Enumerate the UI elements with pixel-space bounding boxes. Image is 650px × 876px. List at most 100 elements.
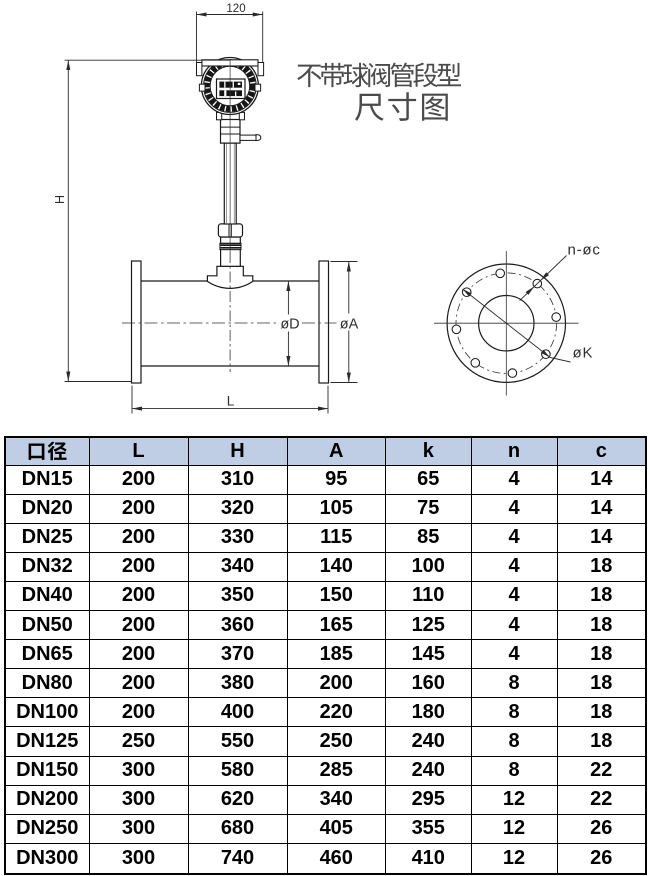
table-cell-dn300-n: 12 bbox=[472, 843, 558, 873]
table-cell-dn20-h: 320 bbox=[188, 494, 288, 524]
table-cell-dn300-a: 460 bbox=[288, 843, 386, 873]
table-cell-dn65-a: 185 bbox=[287, 640, 386, 670]
col-header-diameter: 口径 bbox=[6, 438, 90, 466]
table-cell-dn250-c: 26 bbox=[557, 815, 645, 844]
table-cell-dn50-n: 4 bbox=[471, 611, 558, 641]
table-cell-dn20-k: 75 bbox=[386, 494, 472, 524]
table-cell-dn150-n: 8 bbox=[471, 756, 558, 786]
cjk-glyph bbox=[47, 441, 67, 461]
table-cell-dn20-n: 4 bbox=[471, 494, 558, 524]
bolt-circle-leader-tail bbox=[549, 356, 571, 363]
table-cell-dn40-l: 200 bbox=[89, 581, 189, 612]
display-bar-bottom bbox=[219, 90, 242, 97]
table-cell-dn40-c: 18 bbox=[557, 582, 645, 612]
table-cell-dn125-a: 250 bbox=[287, 727, 386, 757]
table-cell-dn15-c: 14 bbox=[557, 466, 645, 495]
centerlines bbox=[122, 60, 338, 372]
display-segment-gaps bbox=[224, 81, 241, 97]
table-cell-dn32-a: 140 bbox=[287, 552, 386, 582]
table-cell-dn40-k: 110 bbox=[386, 581, 472, 612]
table-cell-dn50-h: 360 bbox=[188, 611, 288, 641]
table-cell-dn25-k: 85 bbox=[386, 523, 472, 553]
display-gap bbox=[237, 82, 241, 85]
table-cell-dn50-l: 200 bbox=[89, 611, 189, 641]
table-cell-dn100-h: 400 bbox=[188, 698, 288, 728]
table-cell-dn50-k: 125 bbox=[386, 611, 472, 641]
col-header-k: k bbox=[386, 438, 472, 466]
dim-flange-od-label: øA bbox=[340, 317, 359, 333]
flange-view-labels: n-øc øK bbox=[568, 242, 601, 362]
technical-drawing: 120 H øD øA L n-øc øK bbox=[53, 3, 601, 414]
table-cell-dn100-l: 200 bbox=[89, 698, 189, 728]
display-gap bbox=[235, 91, 237, 97]
col-header-h: H bbox=[188, 438, 288, 466]
table-cell-dn80-diameter: DN80 bbox=[6, 669, 90, 699]
side-port bbox=[239, 134, 257, 141]
cjk-glyph bbox=[297, 64, 322, 88]
table-cell-dn65-c: 18 bbox=[557, 640, 645, 670]
display-gap bbox=[232, 81, 234, 88]
table-cell-dn200-c: 22 bbox=[557, 786, 645, 815]
table-cell-dn125-n: 8 bbox=[471, 727, 558, 757]
bolt-holes-label: n-øc bbox=[568, 242, 601, 259]
table-cell-dn200-a: 340 bbox=[287, 785, 386, 815]
display-bar-top bbox=[219, 81, 242, 88]
leader-bolt-holes bbox=[519, 255, 567, 301]
col-header-a: A bbox=[287, 438, 386, 466]
dim-l-label: L bbox=[227, 394, 235, 409]
table-cell-dn200-l: 300 bbox=[89, 785, 189, 815]
display-gap bbox=[224, 81, 226, 88]
cjk-glyph bbox=[28, 443, 45, 460]
table-cell-dn150-l: 300 bbox=[89, 756, 189, 786]
col-header-l: L bbox=[89, 438, 189, 466]
bolt-circle-diameter-line bbox=[462, 288, 551, 358]
table-cell-dn65-diameter: DN65 bbox=[6, 640, 90, 670]
table-cell-dn250-n: 12 bbox=[471, 814, 558, 844]
table-cell-dn20-l: 200 bbox=[89, 494, 189, 524]
flange-right bbox=[318, 260, 330, 384]
flowmeter-side-view bbox=[122, 56, 338, 384]
head-clamp-tab-right bbox=[238, 111, 246, 121]
table-cell-dn32-l: 200 bbox=[89, 552, 189, 582]
dimensions bbox=[64, 11, 362, 414]
flange-left bbox=[130, 260, 142, 384]
display-segments bbox=[219, 81, 242, 97]
table-cell-dn65-k: 145 bbox=[386, 640, 472, 670]
table-cell-dn50-a: 165 bbox=[287, 611, 386, 641]
table-cell-dn250-l: 300 bbox=[89, 814, 189, 844]
table-cell-dn150-k: 240 bbox=[386, 756, 472, 786]
leader-arrowhead bbox=[540, 272, 549, 281]
cjk-glyph bbox=[320, 62, 345, 88]
dim-120-label: 120 bbox=[226, 3, 245, 15]
page-title-line2: 尺寸图 bbox=[355, 92, 448, 121]
table-cell-dn32-c: 18 bbox=[557, 553, 645, 582]
cjk-glyph bbox=[388, 92, 417, 121]
table-cell-dn100-diameter: DN100 bbox=[6, 698, 90, 728]
bolt-hole bbox=[551, 312, 562, 322]
table-cell-dn100-n: 8 bbox=[471, 698, 558, 728]
cjk-glyph bbox=[437, 62, 462, 87]
table-cell-dn20-c: 14 bbox=[557, 495, 645, 524]
table-cell-dn250-k: 355 bbox=[386, 814, 472, 844]
bolt-circle-label: øK bbox=[573, 345, 594, 362]
cjk-glyph bbox=[422, 93, 448, 121]
table-cell-dn300-diameter: DN300 bbox=[6, 843, 90, 873]
table-cell-dn40-n: 4 bbox=[471, 581, 558, 612]
col-header-n: n bbox=[471, 438, 558, 466]
dim-bore-label: øD bbox=[280, 317, 299, 333]
bolt-hole bbox=[507, 368, 518, 378]
table-cell-dn80-n: 8 bbox=[471, 669, 558, 699]
table-cell-dn250-diameter: DN250 bbox=[6, 814, 90, 844]
cjk-glyph bbox=[355, 93, 384, 121]
bolt-hole bbox=[470, 357, 481, 368]
table-cell-dn150-a: 285 bbox=[287, 756, 386, 786]
table-cell-dn32-k: 100 bbox=[386, 552, 472, 582]
display-gap bbox=[224, 90, 227, 97]
table-cell-dn300-l: 300 bbox=[90, 843, 189, 873]
dimension-labels: 120 H øD øA L bbox=[53, 3, 359, 409]
table-cell-dn300-k: 410 bbox=[386, 843, 472, 873]
table-cell-dn65-n: 4 bbox=[471, 640, 558, 670]
table-cell-dn150-diameter: DN150 bbox=[6, 756, 90, 786]
table-cell-dn300-h: 740 bbox=[189, 843, 288, 873]
